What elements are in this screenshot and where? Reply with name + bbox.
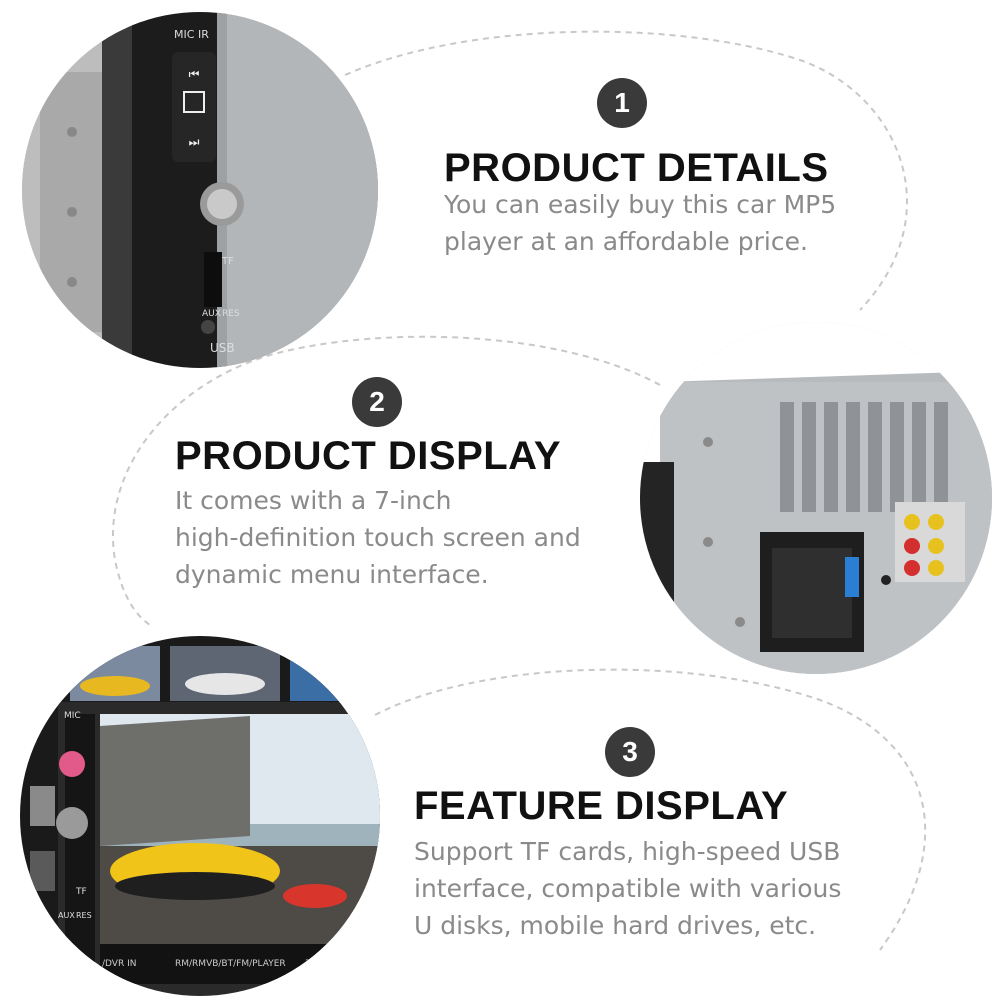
description-line: It comes with a 7-inch <box>175 486 452 515</box>
dvr-in-label: /DVR IN <box>102 959 136 969</box>
screen-mic-label: MIC <box>64 711 81 721</box>
description-line: U disks, mobile hard drives, etc. <box>414 911 817 940</box>
step-badge-3: 3 <box>605 727 655 777</box>
description-line: dynamic menu interface. <box>175 560 489 589</box>
product-photo-front-screen: MIC TF AUX RES /DVR IN RM/RMVB/BT/FM/PLA… <box>20 636 380 996</box>
description-line: player at an affordable price. <box>444 227 808 256</box>
svg-text:⏭: ⏭ <box>189 135 200 149</box>
description-line: interface, compatible with various <box>414 874 842 903</box>
step-badge-2: 2 <box>352 377 402 427</box>
screen-res-label: RES <box>76 911 92 920</box>
section-description-product-details: You can easily buy this car MP5 player a… <box>444 186 836 260</box>
product-photo-side-panel: ⏮ ⏭ MIC IR TF AUX RES USB <box>22 12 378 368</box>
description-line: Support TF cards, high-speed USB <box>414 837 841 866</box>
mic-label: MIC <box>174 28 195 41</box>
screen-aux-label: AUX <box>58 911 75 920</box>
section-title-product-display: PRODUCT DISPLAY <box>175 434 562 478</box>
tf-label: TF <box>221 256 234 267</box>
formats-label: RM/RMVB/BT/FM/PLAYER <box>175 959 286 969</box>
svg-text:⏮: ⏮ <box>189 67 200 81</box>
aux-label: AUX <box>202 309 221 319</box>
description-line: You can easily buy this car MP5 <box>444 190 837 219</box>
section-title-product-details: PRODUCT DETAILS <box>444 146 829 190</box>
step-badge-1: 1 <box>597 78 647 128</box>
res-label: RES <box>222 309 240 319</box>
product-photo-rear-connectors <box>640 322 992 674</box>
ir-label: IR <box>198 28 209 41</box>
usb-label: USB <box>210 341 235 355</box>
section-description-product-display: It comes with a 7-inch high-definition t… <box>175 482 581 593</box>
screen-tf-label: TF <box>75 887 87 897</box>
section-title-feature-display: FEATURE DISPLAY <box>414 784 789 828</box>
description-line: high-definition touch screen and <box>175 523 581 552</box>
section-description-feature-display: Support TF cards, high-speed USB interfa… <box>414 833 841 944</box>
